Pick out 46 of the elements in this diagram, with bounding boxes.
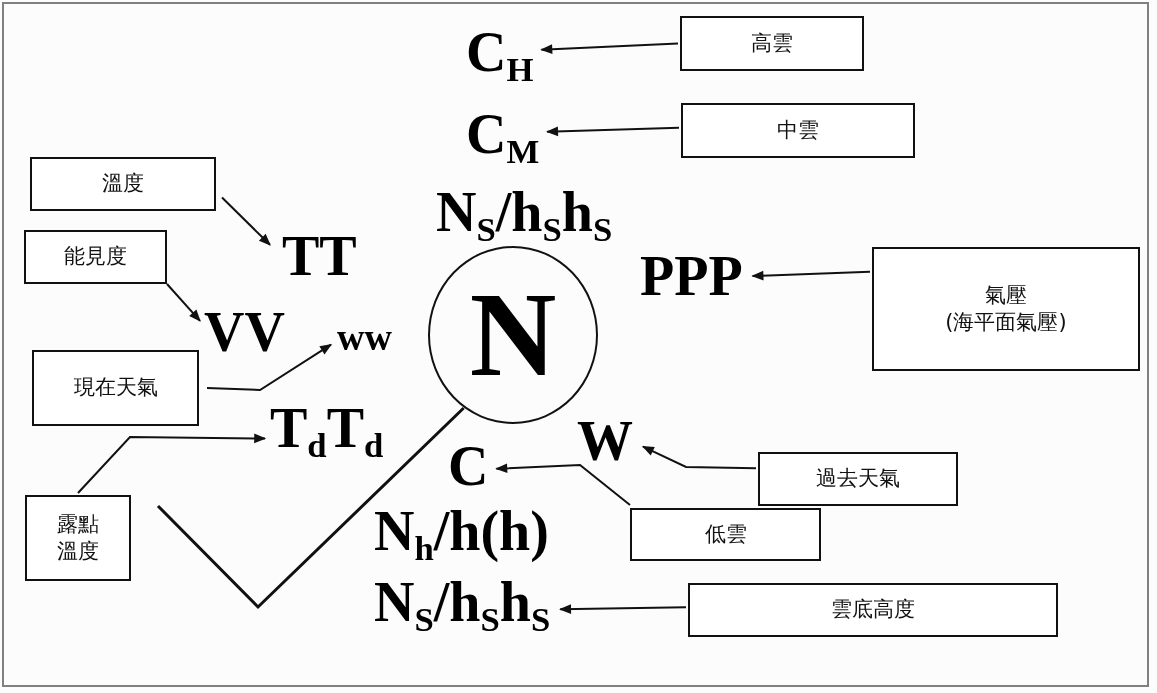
wind-shaft-line (156, 406, 465, 610)
weather-code: C$_{M}$ (466, 106, 540, 171)
arrow (641, 445, 757, 470)
box-label: 雲底高度 (831, 596, 915, 624)
arrow (77, 433, 267, 494)
arrow (751, 270, 871, 281)
arrow (559, 604, 687, 614)
weather-code: PPP (640, 248, 743, 304)
weather-code: VV (204, 304, 285, 360)
box-label: 露點溫度 (56, 510, 100, 565)
station-circle (428, 246, 598, 424)
weather-code: W (577, 413, 633, 469)
box-label: (海平面氣壓) (945, 309, 1067, 336)
arrow (206, 343, 332, 391)
box-label: 低雲 (704, 520, 747, 548)
weather-code: N$_{S}$/h$_{S}$h$_{S}$ (374, 574, 551, 639)
label-box (25, 495, 131, 581)
label-box (680, 16, 864, 71)
weather-code: C (448, 438, 489, 494)
label-box (872, 247, 1140, 371)
box-label: 氣壓 (985, 281, 1027, 309)
box-label: 現在天氣 (73, 374, 158, 402)
box-label: 能見度 (64, 243, 127, 271)
weather-code: C$_{H}$ (466, 24, 534, 89)
arrow (495, 463, 631, 506)
label-box (758, 452, 958, 506)
arrow (546, 126, 680, 137)
weather-code: N$_{S}$/h$_{S}$h$_{S}$ (436, 184, 613, 249)
arrow (166, 283, 201, 322)
weather-code: T$_{d}$T$_{d}$ (270, 400, 384, 465)
arrow (540, 42, 679, 54)
box-label: 溫度 (102, 170, 144, 198)
label-box (24, 230, 167, 284)
box-label: 中雲 (777, 116, 819, 144)
arrow (221, 196, 271, 246)
weather-code: N$_{h}$/h(h) (374, 503, 549, 568)
label-box (630, 508, 821, 561)
weather-code: TT (282, 228, 357, 284)
box-label: 高雲 (751, 29, 793, 57)
circle-letter: N (469, 275, 557, 395)
label-box (681, 103, 915, 158)
box-label: 過去天氣 (816, 465, 900, 493)
weather-code: ww (337, 318, 392, 356)
label-box (30, 157, 216, 211)
label-box (32, 350, 199, 426)
label-box (688, 583, 1058, 637)
